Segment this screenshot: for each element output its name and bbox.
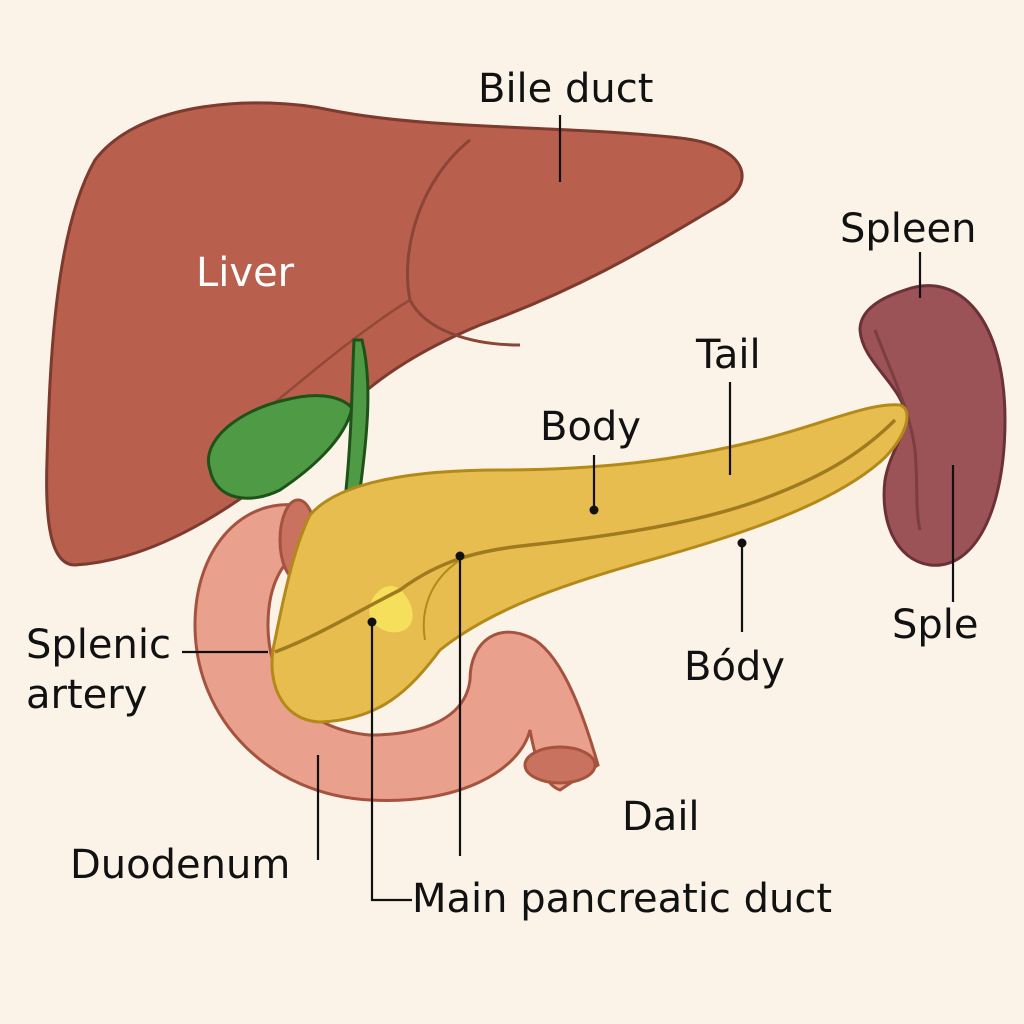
label-body-upper: Body <box>540 404 641 450</box>
pancreas-lobule-line <box>422 559 461 641</box>
dot-main-duct-right <box>455 551 465 561</box>
label-main-pancreatic-duct: Main pancreatic duct <box>412 876 833 922</box>
pancreas-head-highlight <box>369 585 413 633</box>
label-dail: Dail <box>622 794 700 840</box>
duodenum-opening-end <box>523 745 597 785</box>
liver-lobe-line <box>406 138 521 347</box>
label-liver: Liver <box>196 250 295 296</box>
dot-body-lower <box>737 538 747 548</box>
label-duodenum: Duodenum <box>70 842 291 888</box>
leader-main-duct-left <box>370 622 412 902</box>
leader-lines <box>182 115 955 902</box>
label-tail: Tail <box>696 332 761 378</box>
pancreas-shape <box>270 403 909 724</box>
label-spleen: Spleen <box>840 206 977 252</box>
pointer-dots <box>367 505 747 627</box>
spleen-shape <box>858 284 1007 567</box>
label-bile-duct: Bile duct <box>478 66 654 112</box>
label-artery: artery <box>26 672 148 718</box>
spleen-inner-curve <box>873 329 922 531</box>
dot-body-upper <box>589 505 599 515</box>
main-pancreatic-duct-shape <box>274 418 897 654</box>
label-sple: Sple <box>892 602 979 648</box>
label-body-lower: Bódy <box>684 644 785 690</box>
dot-main-duct-left <box>367 617 377 627</box>
label-splenic: Splenic <box>26 622 171 668</box>
